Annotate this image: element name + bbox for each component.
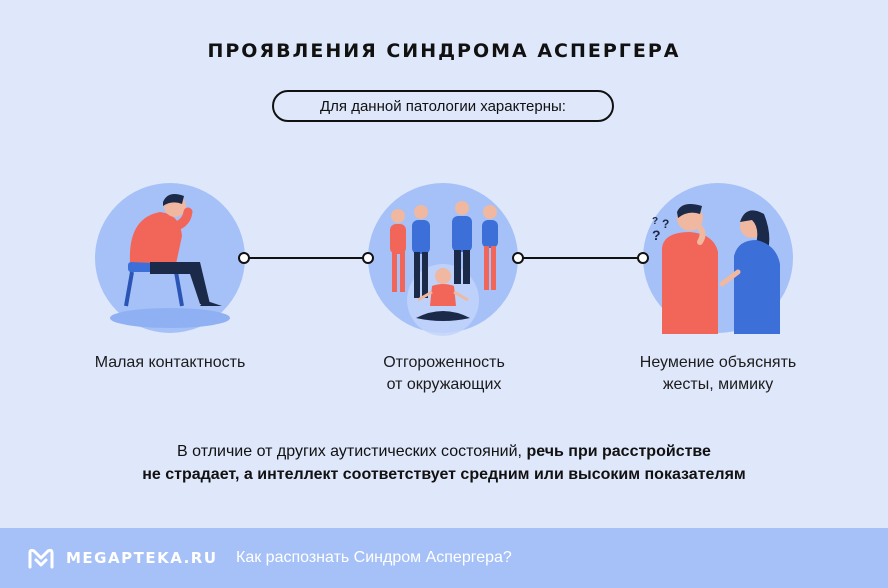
- footer-link[interactable]: Как распознать Синдром Аспергера?: [236, 549, 512, 566]
- caption-3-line-1: Неумение объяснять: [639, 354, 797, 371]
- node-dot-4: [637, 252, 649, 264]
- note-line-1-bold: речь при расстройстве: [526, 443, 711, 460]
- crowd-meditation-icon: [368, 183, 518, 336]
- sad-man-sitting-icon: [95, 183, 245, 333]
- svg-text:?: ?: [652, 227, 661, 243]
- caption-low-contact: Малая контактность: [60, 352, 280, 374]
- svg-text:?: ?: [662, 217, 669, 231]
- note-line-2: не страдает, а интеллект соответствует с…: [0, 463, 888, 486]
- node-dot-1: [238, 252, 250, 264]
- footer-bar: MEGAPTEKA.RU Как распознать Синдром Аспе…: [0, 528, 888, 588]
- svg-text:?: ?: [652, 216, 658, 227]
- note-line-2-bold: не страдает, а интеллект соответствует с…: [142, 466, 746, 483]
- confused-couple-icon: ? ? ?: [643, 183, 793, 334]
- note-line-1: В отличие от других аутистических состоя…: [0, 440, 888, 463]
- diagram: ? ? ?: [95, 183, 793, 336]
- bottom-note: В отличие от других аутистических состоя…: [0, 440, 888, 486]
- connector-nodes: [238, 252, 649, 264]
- caption-gestures: Неумение объяснять жесты, мимику: [608, 352, 828, 396]
- node-dot-2: [362, 252, 374, 264]
- note-line-1-normal: В отличие от других аутистических состоя…: [177, 443, 527, 460]
- brand[interactable]: MEGAPTEKA.RU: [28, 528, 218, 588]
- caption-3-line-2: жесты, мимику: [662, 376, 774, 393]
- brand-name: MEGAPTEKA.RU: [66, 549, 218, 567]
- megapteka-logo-icon: [28, 548, 54, 569]
- page-title: ПРОЯВЛЕНИЯ СИНДРОМА АСПЕРГЕРА: [207, 40, 681, 62]
- subtitle-pill: Для данной патологии характерны:: [272, 90, 614, 122]
- caption-isolation: Отгороженность от окружающих: [334, 352, 554, 396]
- caption-1-line-1: Малая контактность: [94, 354, 246, 371]
- caption-2-line-1: Отгороженность: [383, 354, 505, 371]
- node-dot-3: [512, 252, 524, 264]
- caption-2-line-2: от окружающих: [386, 376, 502, 393]
